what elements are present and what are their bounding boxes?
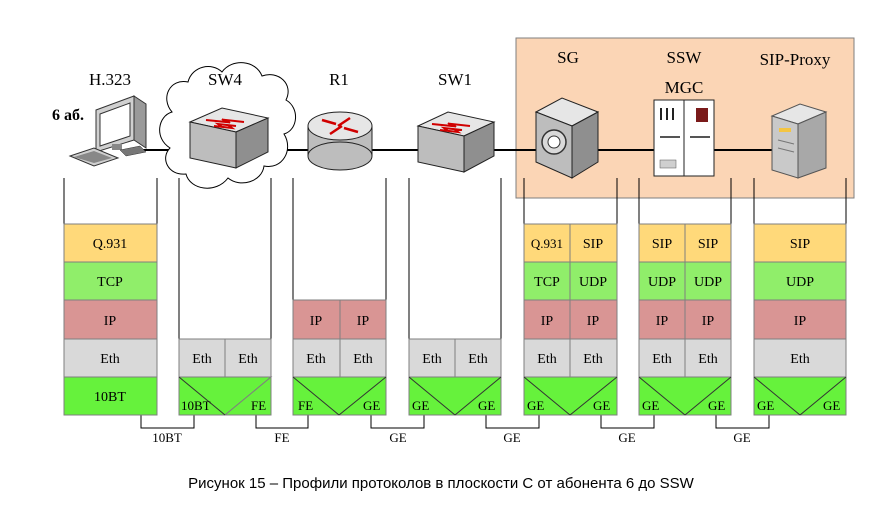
label-ssw: SSW: [667, 48, 703, 67]
sg-app-right: SIP: [583, 237, 603, 252]
r1-eth-right: Eth: [353, 352, 372, 367]
label-sg: SG: [557, 48, 579, 67]
ssw-app-right: SIP: [698, 237, 718, 252]
terminal-phy: 10BT: [94, 390, 126, 405]
sw1-eth-right: Eth: [468, 352, 487, 367]
link-label-3: GE: [389, 430, 406, 445]
label-r1: R1: [329, 70, 349, 89]
link-label-1: 10BT: [152, 430, 182, 445]
mgc-server-icon: [653, 99, 715, 177]
ssw-phy-left: GE: [642, 398, 659, 413]
sw1-eth-left: Eth: [422, 352, 441, 367]
ssw-ip-right: IP: [702, 314, 715, 329]
terminal-app: Q.931: [93, 237, 128, 252]
r1-phy-right: GE: [363, 398, 380, 413]
computer-icon: [68, 95, 147, 167]
proxy-eth: Eth: [790, 352, 809, 367]
stack-sip-proxy: SIP UDP IP Eth GE GE: [753, 223, 847, 416]
sg-ip-right: IP: [587, 314, 600, 329]
ssw-eth-left: Eth: [652, 352, 671, 367]
r1-phy-left: FE: [298, 398, 313, 413]
stack-sw4: Eth Eth 10BT FE: [178, 338, 273, 416]
proxy-phy-right: GE: [823, 398, 840, 413]
sip-proxy-server-icon: [770, 103, 828, 179]
sw4-phy-left: 10BT: [181, 398, 211, 413]
proxy-transport: UDP: [786, 275, 814, 290]
sw4-eth-left: Eth: [192, 352, 211, 367]
sg-transport-right: UDP: [579, 275, 607, 290]
proxy-phy-left: GE: [757, 398, 774, 413]
stack-guides: [63, 178, 847, 339]
ssw-ip-left: IP: [656, 314, 669, 329]
link-label-6: GE: [733, 430, 750, 445]
ssw-app-left: SIP: [652, 237, 672, 252]
sg-phy-right: GE: [593, 398, 610, 413]
ssw-transport-left: UDP: [648, 275, 676, 290]
r1-ip-left: IP: [310, 314, 323, 329]
terminal-transport: TCP: [97, 275, 123, 290]
stack-sw1: Eth Eth GE GE: [408, 338, 502, 416]
r1-eth-left: Eth: [306, 352, 325, 367]
label-sip-proxy: SIP-Proxy: [760, 50, 831, 69]
sw4-eth-right: Eth: [238, 352, 257, 367]
sw1-phy-left: GE: [412, 398, 429, 413]
switch-sw4-icon: [188, 107, 270, 169]
sw4-phy-right: FE: [251, 398, 266, 413]
label-h323: H.323: [89, 70, 131, 89]
label-mgc: MGC: [665, 78, 704, 97]
terminal-ip: IP: [104, 314, 117, 329]
label-sw4: SW4: [208, 70, 243, 89]
label-subscriber: 6 аб.: [52, 107, 84, 124]
ssw-eth-right: Eth: [698, 352, 717, 367]
proxy-ip: IP: [794, 314, 807, 329]
sg-app-left: Q.931: [531, 236, 563, 251]
terminal-eth: Eth: [100, 352, 119, 367]
stack-ssw: SIP SIP UDP UDP IP IP Eth Eth GE GE: [638, 223, 732, 416]
sg-eth-left: Eth: [537, 352, 556, 367]
stack-sg: Q.931 SIP TCP UDP IP IP Eth Eth GE GE: [523, 223, 618, 416]
sg-ip-left: IP: [541, 314, 554, 329]
switch-sw1-icon: [416, 111, 496, 173]
ssw-transport-right: UDP: [694, 275, 722, 290]
link-label-2: FE: [274, 430, 289, 445]
link-label-4: GE: [503, 430, 520, 445]
sg-transport-left: TCP: [534, 275, 560, 290]
r1-ip-right: IP: [357, 314, 370, 329]
sg-eth-right: Eth: [583, 352, 602, 367]
link-connectors: [140, 415, 770, 429]
sg-phy-left: GE: [527, 398, 544, 413]
proxy-app: SIP: [790, 237, 810, 252]
gateway-sg-icon: [534, 97, 600, 179]
router-r1-icon: [307, 111, 373, 171]
sw1-phy-right: GE: [478, 398, 495, 413]
label-sw1: SW1: [438, 70, 472, 89]
stack-r1: IP IP Eth Eth FE GE: [292, 299, 387, 416]
figure-caption: Рисунок 15 – Профили протоколов в плоско…: [188, 475, 694, 492]
link-label-5: GE: [618, 430, 635, 445]
ssw-phy-right: GE: [708, 398, 725, 413]
stack-terminal: Q.931 TCP IP Eth 10BT: [63, 223, 158, 416]
